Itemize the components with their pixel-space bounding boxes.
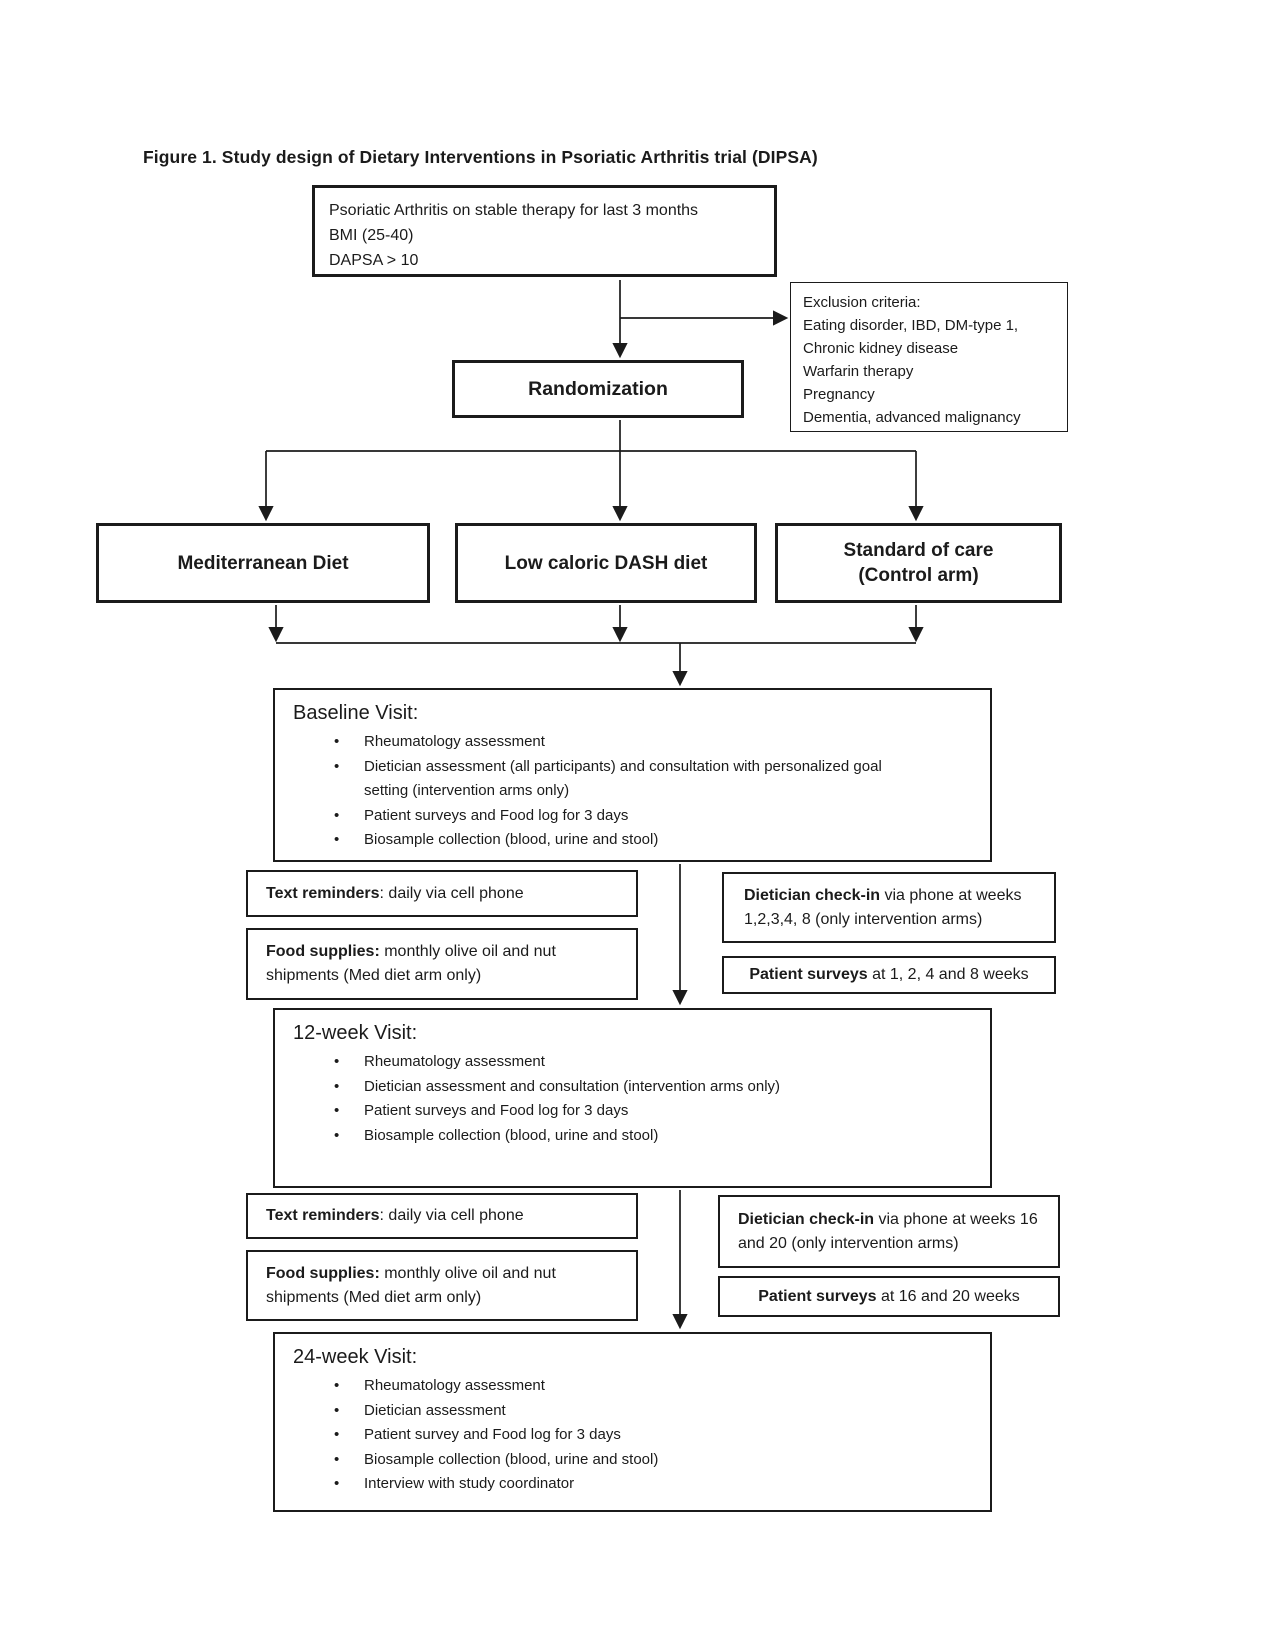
patient-surveys-detail: at 1, 2, 4 and 8 weeks: [867, 966, 1029, 983]
dietician-checkin-label: Dietician check-in: [744, 886, 881, 904]
bullet-item: Biosample collection (blood, urine and s…: [334, 1448, 974, 1473]
bullet-item: Interview with study coordinator: [334, 1472, 974, 1497]
text-reminders-box-1: Text reminders: daily via cell phone: [246, 870, 638, 917]
bullet-item: Dietician assessment (all participants) …: [334, 755, 974, 804]
bullet-item: Biosample collection (blood, urine and s…: [334, 828, 974, 853]
text-reminders-detail: : daily via cell phone: [379, 1207, 524, 1224]
bullet-item: Rheumatology assessment: [334, 730, 974, 755]
exclusion-line-2: Chronic kidney disease: [803, 340, 959, 357]
food-supplies-label: Food supplies:: [266, 943, 380, 960]
arm-box-standard-of-care: Standard of care (Control arm): [775, 523, 1062, 603]
bullet-text: Rheumatology assessment: [364, 733, 545, 750]
bullet-item: Patient survey and Food log for 3 days: [334, 1423, 974, 1448]
arm-label-dash: Low caloric DASH diet: [504, 552, 708, 574]
dietician-checkin-box-2: Dietician check-in via phone at weeks 16…: [718, 1195, 1060, 1268]
exclusion-line-3: Warfarin therapy: [803, 363, 914, 380]
bullet-text: Interview with study coordinator: [364, 1475, 575, 1492]
bullet-text: Dietician assessment (all participants) …: [364, 757, 882, 800]
exclusion-criteria-box: Exclusion criteria: Eating disorder, IBD…: [790, 282, 1068, 432]
bullet-text: Biosample collection (blood, urine and s…: [364, 831, 659, 848]
bullet-item: Patient surveys and Food log for 3 days: [334, 804, 974, 829]
bullet-text: Biosample collection (blood, urine and s…: [364, 1126, 659, 1144]
text-reminders-box-2: Text reminders: daily via cell phone: [246, 1193, 638, 1239]
patient-surveys-label: Patient surveys: [749, 966, 868, 983]
food-supplies-box-1: Food supplies: monthly olive oil and nut…: [246, 928, 638, 1000]
arm-label-soc-line2: (Control arm): [858, 565, 979, 586]
bullet-text: Patient surveys and Food log for 3 days: [364, 806, 629, 824]
bullet-text: Patient survey and Food log for 3 days: [364, 1426, 621, 1443]
text-reminders-label: Text reminders: [266, 884, 380, 902]
food-supplies-text-1: Food supplies: monthly olive oil and nut…: [266, 940, 624, 988]
text-reminders-text-1: Text reminders: daily via cell phone: [266, 882, 624, 906]
bullet-text: Biosample collection (blood, urine and s…: [364, 1450, 659, 1468]
bullet-item: Biosample collection (blood, urine and s…: [334, 1124, 974, 1149]
exclusion-line-4: Pregnancy: [803, 386, 875, 403]
exclusion-line-5: Dementia, advanced malignancy: [803, 409, 1021, 426]
food-supplies-detail: monthly olive oil and nut shipments (Med…: [266, 1264, 556, 1306]
eligibility-line-3: DAPSA > 10: [329, 252, 419, 269]
figure-title: Figure 1. Study design of Dietary Interv…: [143, 147, 818, 167]
bullet-item: Dietician assessment and consultation (i…: [334, 1075, 974, 1100]
bullet-item: Dietician assessment: [334, 1399, 974, 1424]
randomization-label: Randomization: [528, 377, 668, 400]
food-supplies-text-2: Food supplies: monthly olive oil and nut…: [266, 1262, 624, 1310]
baseline-visit-title: Baseline Visit:: [293, 702, 419, 724]
text-reminders-text-2: Text reminders: daily via cell phone: [266, 1204, 624, 1228]
bullet-item: Rheumatology assessment: [334, 1374, 974, 1399]
patient-surveys-box-1: Patient surveys at 1, 2, 4 and 8 weeks: [722, 956, 1056, 994]
patient-surveys-text-2: Patient surveys at 16 and 20 weeks: [724, 1285, 1054, 1309]
bullet-text: Rheumatology assessment: [364, 1053, 545, 1070]
arm-box-mediterranean-diet: Mediterranean Diet: [96, 523, 430, 603]
arm-box-dash-diet: Low caloric DASH diet: [455, 523, 757, 603]
24-week-visit-box: 24-week Visit: Rheumatology assessment D…: [273, 1332, 992, 1512]
food-supplies-box-2: Food supplies: monthly olive oil and nut…: [246, 1250, 638, 1321]
eligibility-box: Psoriatic Arthritis on stable therapy fo…: [312, 185, 777, 277]
text-reminders-detail: : daily via cell phone: [379, 884, 524, 902]
bullet-item: Patient surveys and Food log for 3 days: [334, 1099, 974, 1124]
food-supplies-detail: monthly olive oil and nut shipments (Med…: [266, 943, 556, 984]
exclusion-title: Exclusion criteria:: [803, 294, 921, 311]
12-week-visit-box: 12-week Visit: Rheumatology assessment D…: [273, 1008, 992, 1188]
arm-label-mediterranean: Mediterranean Diet: [177, 552, 349, 574]
dietician-checkin-detail: via phone at weeks 16 and 20 (only inter…: [738, 1210, 1038, 1252]
24-week-visit-title: 24-week Visit:: [293, 1346, 418, 1368]
bullet-text: Patient surveys and Food log for 3 days: [364, 1102, 629, 1119]
patient-surveys-box-2: Patient surveys at 16 and 20 weeks: [718, 1276, 1060, 1317]
dietician-checkin-box-1: Dietician check-in via phone at weeks 1,…: [722, 872, 1056, 943]
12-week-visit-title: 12-week Visit:: [293, 1022, 418, 1044]
eligibility-line-2: BMI (25-40): [329, 227, 414, 244]
dietician-checkin-label: Dietician check-in: [738, 1210, 875, 1228]
exclusion-line-1: Eating disorder, IBD, DM-type 1,: [803, 317, 1019, 334]
randomization-box: Randomization: [452, 360, 744, 418]
patient-surveys-text-1: Patient surveys at 1, 2, 4 and 8 weeks: [728, 963, 1050, 987]
bullet-text: Dietician assessment: [364, 1401, 506, 1419]
dietician-checkin-text-2: Dietician check-in via phone at weeks 16…: [738, 1208, 1050, 1256]
arm-label-soc-line1: Standard of care: [843, 540, 994, 561]
dietician-checkin-text-1: Dietician check-in via phone at weeks 1,…: [744, 884, 1044, 932]
eligibility-line-1: Psoriatic Arthritis on stable therapy fo…: [329, 202, 699, 219]
text-reminders-label: Text reminders: [266, 1207, 380, 1224]
patient-surveys-detail: at 16 and 20 weeks: [876, 1287, 1020, 1305]
bullet-item: Rheumatology assessment: [334, 1050, 974, 1075]
baseline-visit-box: Baseline Visit: Rheumatology assessment …: [273, 688, 992, 862]
food-supplies-label: Food supplies:: [266, 1264, 380, 1282]
bullet-text: Rheumatology assessment: [364, 1377, 545, 1394]
patient-surveys-label: Patient surveys: [758, 1287, 877, 1305]
bullet-text: Dietician assessment and consultation (i…: [364, 1077, 781, 1095]
dietician-checkin-detail: via phone at weeks 1,2,3,4, 8 (only inte…: [744, 886, 1022, 928]
